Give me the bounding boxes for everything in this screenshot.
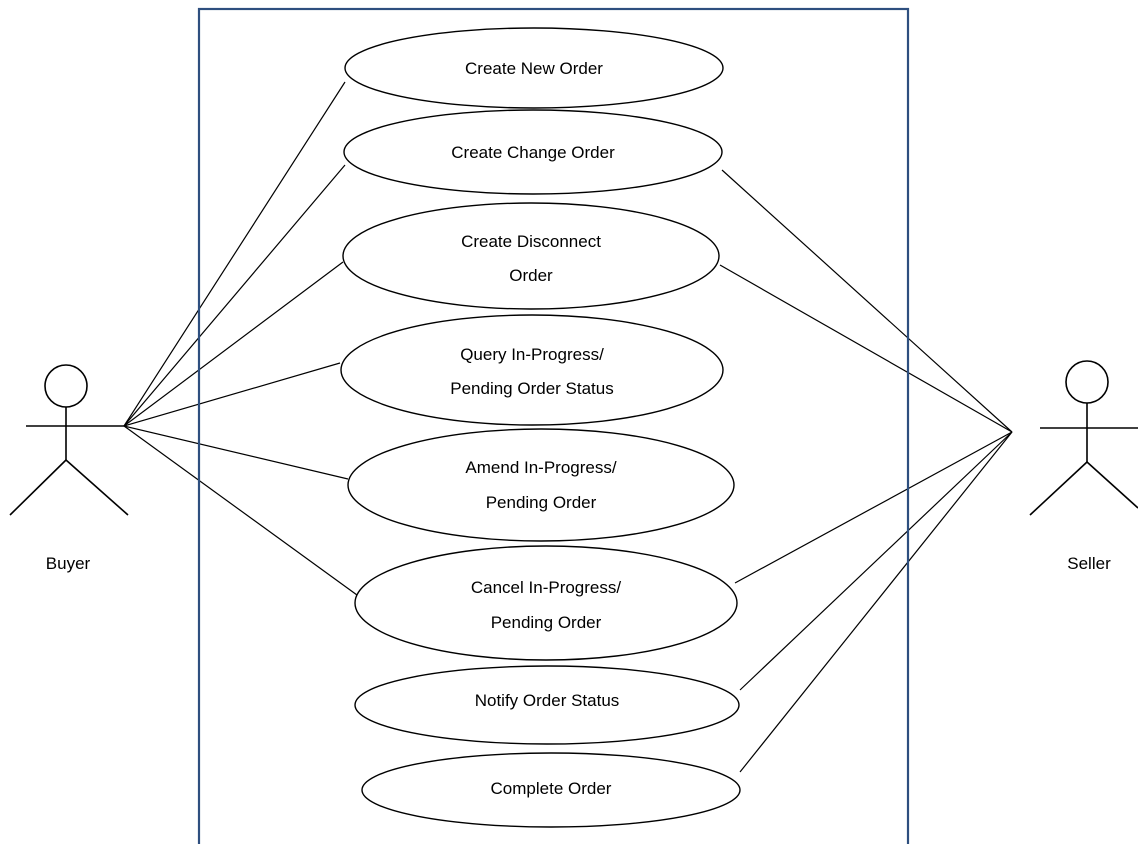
assoc-seller-create-change-order xyxy=(721,169,1013,433)
use-case-label: Complete Order xyxy=(491,779,612,798)
use-case-create-new-order: Create New Order xyxy=(344,27,724,109)
assoc-buyer-create-new-order xyxy=(123,81,346,427)
use-case-label: Pending Order xyxy=(486,493,597,512)
use-case-ellipse xyxy=(354,545,738,661)
system-boundary xyxy=(197,7,910,844)
use-case-label: Order xyxy=(509,266,553,285)
use-case-ellipse xyxy=(344,27,724,109)
assoc-buyer-create-disconnect-order xyxy=(123,261,344,427)
actor-seller: Seller xyxy=(1029,360,1138,573)
use-case-cancel-order: Cancel In-Progress/ Pending Order xyxy=(354,545,738,661)
assoc-buyer-amend-order xyxy=(123,425,349,480)
use-case-label: Query In-Progress/ xyxy=(460,345,604,364)
assoc-seller-notify-order-status xyxy=(739,431,1013,691)
assoc-buyer-create-change-order xyxy=(123,164,346,427)
use-case-ellipse xyxy=(340,314,724,426)
use-case-create-disconnect-order: Create Disconnect Order xyxy=(342,202,720,310)
stick-figure-icon xyxy=(1029,360,1138,516)
assoc-buyer-cancel-order xyxy=(123,425,358,596)
assoc-buyer-query-order-status xyxy=(123,362,341,427)
use-case-label: Pending Order xyxy=(491,613,602,632)
use-case-ellipse xyxy=(361,752,741,828)
use-case-label: Create New Order xyxy=(465,59,603,78)
actor-buyer: Buyer xyxy=(9,364,129,573)
assoc-seller-complete-order xyxy=(739,431,1013,773)
association-lines xyxy=(123,81,1013,773)
use-case-ellipse xyxy=(343,109,723,195)
use-case-create-change-order: Create Change Order xyxy=(343,109,723,195)
use-case-label: Cancel In-Progress/ xyxy=(471,578,622,597)
use-case-label: Amend In-Progress/ xyxy=(465,458,616,477)
actor-label-seller: Seller xyxy=(1067,554,1111,573)
use-case-ellipse xyxy=(347,428,735,542)
assoc-seller-cancel-order xyxy=(734,431,1013,584)
actor-label-buyer: Buyer xyxy=(46,554,91,573)
use-case-label: Create Change Order xyxy=(451,143,615,162)
use-case-amend-order: Amend In-Progress/ Pending Order xyxy=(347,428,735,542)
use-case-label: Create Disconnect xyxy=(461,232,601,251)
stick-figure-icon xyxy=(9,364,129,516)
use-case-notify-order-status: Notify Order Status xyxy=(354,665,740,745)
use-case-query-order-status: Query In-Progress/ Pending Order Status xyxy=(340,314,724,426)
use-case-complete-order: Complete Order xyxy=(361,752,741,828)
use-case-label: Notify Order Status xyxy=(475,691,620,710)
assoc-seller-create-disconnect-order xyxy=(719,264,1013,433)
use-case-ellipse xyxy=(354,665,740,745)
use-case-label: Pending Order Status xyxy=(450,379,613,398)
use-case-ellipse xyxy=(342,202,720,310)
